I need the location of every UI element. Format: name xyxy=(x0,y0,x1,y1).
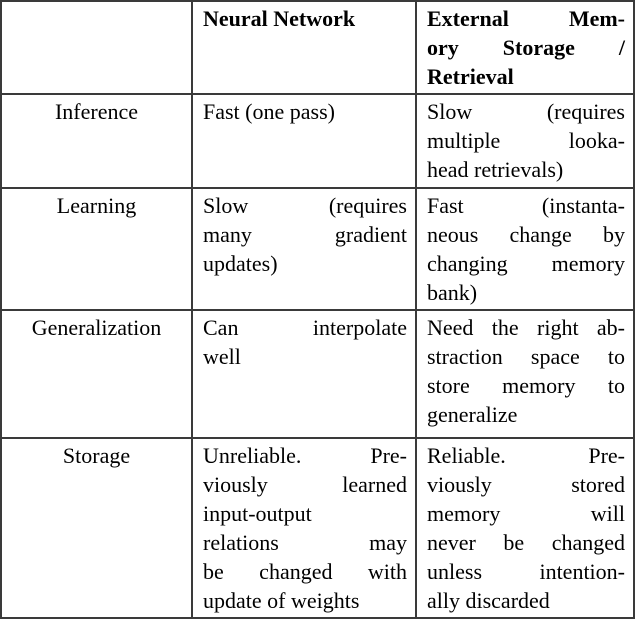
cell-line: input-output xyxy=(203,501,312,526)
cell-line: ally discarded xyxy=(427,588,550,613)
table-header: Neural Network External Mem- ory Storage… xyxy=(1,1,635,95)
cell-line: updates) xyxy=(203,251,278,276)
cell-line: multiple looka- xyxy=(427,128,625,153)
cell-text: Need the right ab- straction space to st… xyxy=(427,313,625,429)
cell-line: memory will xyxy=(427,501,625,526)
table-row: Learning Slow (requires many gradient up… xyxy=(1,188,635,311)
cell-line: changing memory xyxy=(427,251,625,276)
header-line: Retrieval xyxy=(427,64,514,89)
cell-generalization-external-memory: Need the right ab- straction space to st… xyxy=(416,310,635,439)
cell-inference-external-memory: Slow (requires multiple looka- head retr… xyxy=(416,94,635,189)
cell-line: generalize xyxy=(427,402,518,427)
cell-line: Fast (instanta- xyxy=(427,193,625,218)
cell-learning-external-memory: Fast (instanta- neous change by changing… xyxy=(416,188,635,311)
cell-line: Fast (one pass) xyxy=(203,99,335,124)
cell-line: neous change by xyxy=(427,222,625,247)
cell-line: viously stored xyxy=(427,472,625,497)
cell-line: head retrievals) xyxy=(427,157,564,182)
cell-line: Reliable. Pre- xyxy=(427,443,625,468)
cell-line: never be changed xyxy=(427,530,625,555)
row-label-inference: Inference xyxy=(1,94,193,189)
cell-line: Unreliable. Pre- xyxy=(203,443,407,468)
table-row: Inference Fast (one pass) Slow (requires… xyxy=(1,94,635,189)
header-cell-external-memory: External Mem- ory Storage / Retrieval xyxy=(416,1,635,95)
header-text-neural-network: Neural Network xyxy=(203,4,407,33)
cell-line: straction space to xyxy=(427,344,625,369)
row-label-learning: Learning xyxy=(1,188,193,311)
cell-storage-external-memory: Reliable. Pre- viously stored memory wil… xyxy=(416,438,635,619)
row-label-generalization: Generalization xyxy=(1,310,193,439)
cell-line: Slow (requires xyxy=(203,193,407,218)
header-cell-neural-network: Neural Network xyxy=(192,1,417,95)
cell-storage-neural-network: Unreliable. Pre- viously learned input-o… xyxy=(192,438,417,619)
cell-line: be changed with xyxy=(203,559,407,584)
cell-line: update of weights xyxy=(203,588,360,613)
cell-line: unless intention- xyxy=(427,559,625,584)
row-label-storage: Storage xyxy=(1,438,193,619)
table-row: Generalization Can interpolate well Need… xyxy=(1,310,635,439)
cell-line: store memory to xyxy=(427,373,625,398)
cell-text: Can interpolate well xyxy=(203,313,407,371)
cell-text: Fast (instanta- neous change by changing… xyxy=(427,191,625,307)
cell-text: Fast (one pass) xyxy=(203,97,407,126)
cell-line: bank) xyxy=(427,280,478,305)
cell-line: Slow (requires xyxy=(427,99,625,124)
header-text-external-memory: External Mem- ory Storage / Retrieval xyxy=(427,4,625,91)
cell-text: Reliable. Pre- viously stored memory wil… xyxy=(427,441,625,615)
cell-inference-neural-network: Fast (one pass) xyxy=(192,94,417,189)
cell-line: viously learned xyxy=(203,472,407,497)
header-line: Neural Network xyxy=(203,6,356,31)
cell-line: relations may xyxy=(203,530,407,555)
cell-learning-neural-network: Slow (requires many gradient updates) xyxy=(192,188,417,311)
cell-text: Slow (requires multiple looka- head retr… xyxy=(427,97,625,184)
header-row: Neural Network External Mem- ory Storage… xyxy=(1,1,635,95)
header-line: ory Storage / xyxy=(427,35,625,60)
cell-line: Can interpolate xyxy=(203,315,407,340)
cell-generalization-neural-network: Can interpolate well xyxy=(192,310,417,439)
table-row: Storage Unreliable. Pre- viously learned… xyxy=(1,438,635,619)
cell-line: well xyxy=(203,344,241,369)
cell-line: many gradient xyxy=(203,222,407,247)
cell-text: Unreliable. Pre- viously learned input-o… xyxy=(203,441,407,615)
header-cell-blank xyxy=(1,1,193,95)
table-body: Inference Fast (one pass) Slow (requires… xyxy=(1,94,635,619)
cell-text: Slow (requires many gradient updates) xyxy=(203,191,407,278)
cell-line: Need the right ab- xyxy=(427,315,625,340)
header-line: External Mem- xyxy=(427,6,625,31)
